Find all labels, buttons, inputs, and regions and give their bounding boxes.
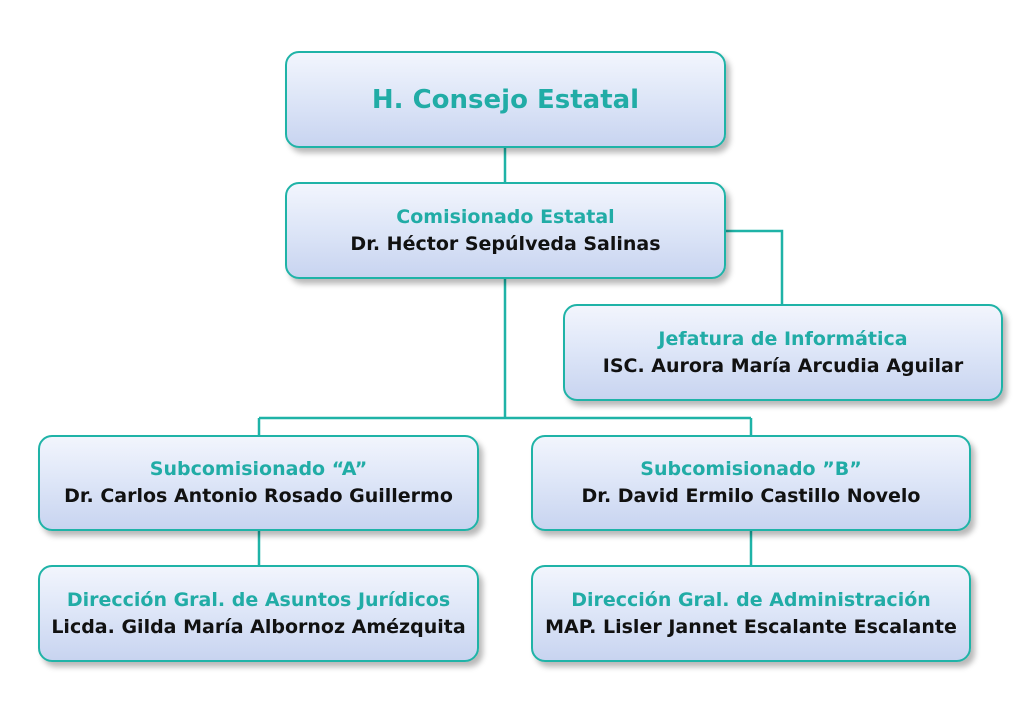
node-direccion-juridicos: Dirección Gral. de Asuntos Jurídicos Lic… bbox=[38, 565, 479, 662]
node-title: Dirección Gral. de Asuntos Jurídicos bbox=[66, 588, 451, 611]
node-consejo-estatal: H. Consejo Estatal bbox=[285, 51, 726, 148]
node-title: Subcomisionado “A” bbox=[149, 458, 368, 480]
node-comisionado-estatal: Comisionado Estatal Dr. Héctor Sepúlveda… bbox=[285, 182, 726, 279]
node-subcomisionado-a: Subcomisionado “A” Dr. Carlos Antonio Ro… bbox=[38, 435, 479, 531]
node-title: Subcomisionado ”B” bbox=[640, 458, 862, 480]
node-jefatura-informatica: Jefatura de Informática ISC. Aurora Marí… bbox=[563, 304, 1003, 401]
node-person: Dr. David Ermilo Castillo Novelo bbox=[581, 485, 921, 507]
node-direccion-administracion: Dirección Gral. de Administración MAP. L… bbox=[531, 565, 971, 662]
node-title: Dirección Gral. de Administración bbox=[571, 588, 931, 611]
node-person: MAP. Lisler Jannet Escalante Escalante bbox=[545, 615, 957, 638]
node-person: Dr. Héctor Sepúlveda Salinas bbox=[350, 232, 661, 255]
node-title: Comisionado Estatal bbox=[396, 205, 615, 228]
node-title: H. Consejo Estatal bbox=[371, 84, 640, 115]
node-person: Licda. Gilda María Albornoz Amézquita bbox=[51, 615, 466, 638]
node-person: Dr. Carlos Antonio Rosado Guillermo bbox=[64, 485, 453, 507]
node-subcomisionado-b: Subcomisionado ”B” Dr. David Ermilo Cast… bbox=[531, 435, 971, 531]
node-person: ISC. Aurora María Arcudia Aguilar bbox=[602, 354, 964, 377]
node-title: Jefatura de Informática bbox=[658, 327, 908, 350]
connector-comisionado-informatica bbox=[726, 229, 784, 304]
